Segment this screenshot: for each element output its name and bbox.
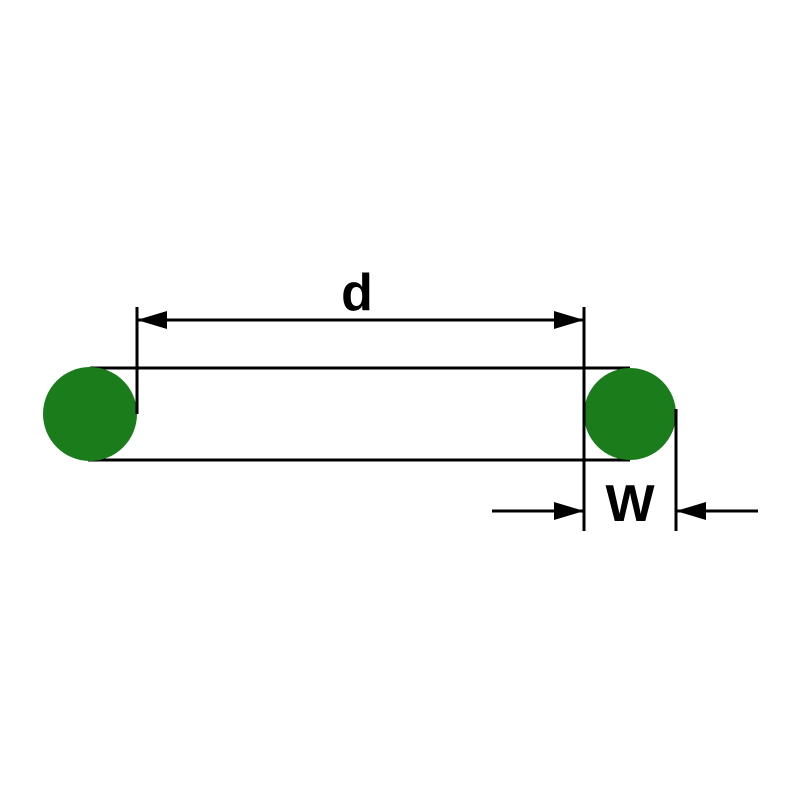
oring-cross-section-left [43,367,137,461]
inner-diameter-label: d [341,264,373,322]
oring-cross-section-right [584,368,676,460]
width-label: W [605,475,655,533]
